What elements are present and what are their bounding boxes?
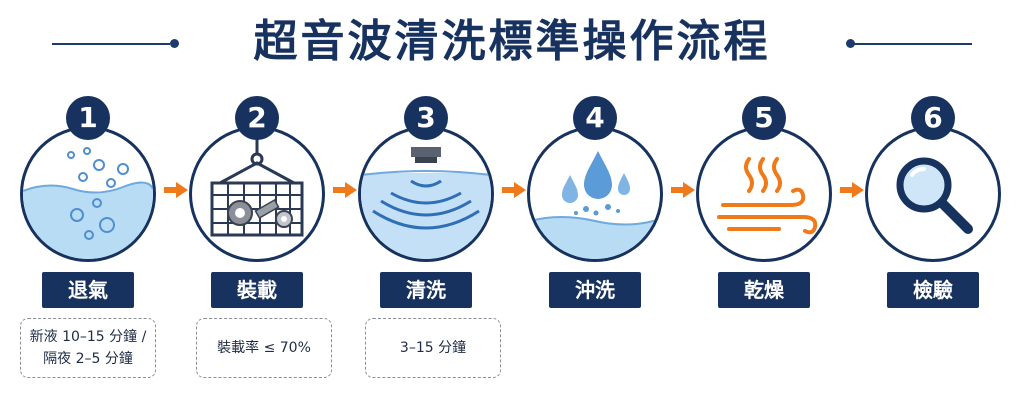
step-4: 4 沖洗 [525, 96, 665, 308]
step-number-badge: 3 [404, 96, 448, 140]
heat-wind-icon [717, 157, 818, 235]
step-icon-circle [865, 126, 1001, 262]
step-number-badge: 2 [235, 96, 279, 140]
bubbles-water-icon [23, 147, 153, 259]
arrow-right-icon [333, 182, 357, 198]
note-line: 隔夜 2–5 分鐘 [43, 351, 133, 367]
ultrasonic-waves-icon [361, 147, 491, 259]
step-icon-circle [358, 126, 494, 262]
step-1: 1 退氣 [18, 96, 158, 308]
note-line: 裝載率 ≤ 70% [217, 340, 311, 356]
step-icon-circle [189, 126, 325, 262]
step-icon-circle [696, 126, 832, 262]
step-number-badge: 6 [911, 96, 955, 140]
step-number-badge: 5 [742, 96, 786, 140]
step-icon-circle [527, 126, 663, 262]
step-6: 6 檢驗 [863, 96, 1003, 308]
arrow-right-icon [671, 182, 695, 198]
step-number-badge: 4 [573, 96, 617, 140]
step-5: 5 乾燥 [694, 96, 834, 308]
step-2: 2 裝載 [187, 96, 327, 308]
step-icon-circle [20, 126, 156, 262]
page-title: 超音波清洗標準操作流程 [253, 16, 771, 67]
step-2-note: 裝載率 ≤ 70% [196, 318, 332, 378]
arrow-right-icon [502, 182, 526, 198]
step-label: 退氣 [42, 272, 134, 308]
title-line-left [52, 43, 170, 45]
step-3: 3 清洗 [356, 96, 496, 308]
step-number-badge: 1 [66, 96, 110, 140]
step-label: 裝載 [211, 272, 303, 308]
step-label: 沖洗 [549, 272, 641, 308]
arrow-right-icon [840, 182, 864, 198]
title-dot-right [846, 39, 855, 48]
note-line: 新液 10–15 分鐘 / [29, 329, 147, 345]
step-3-note: 3–15 分鐘 [365, 318, 501, 378]
step-label: 清洗 [380, 272, 472, 308]
magnifier-icon [896, 157, 973, 234]
water-drops-icon [530, 151, 660, 259]
basket-parts-icon [210, 129, 304, 237]
title-dot-left [170, 39, 179, 48]
step-label: 乾燥 [718, 272, 810, 308]
step-1-note: 新液 10–15 分鐘 / 隔夜 2–5 分鐘 [20, 318, 156, 378]
title-row: 超音波清洗標準操作流程 [0, 6, 1024, 80]
step-label: 檢驗 [887, 272, 979, 308]
title-line-right [854, 43, 972, 45]
note-line: 3–15 分鐘 [399, 340, 467, 356]
arrow-right-icon [164, 182, 188, 198]
